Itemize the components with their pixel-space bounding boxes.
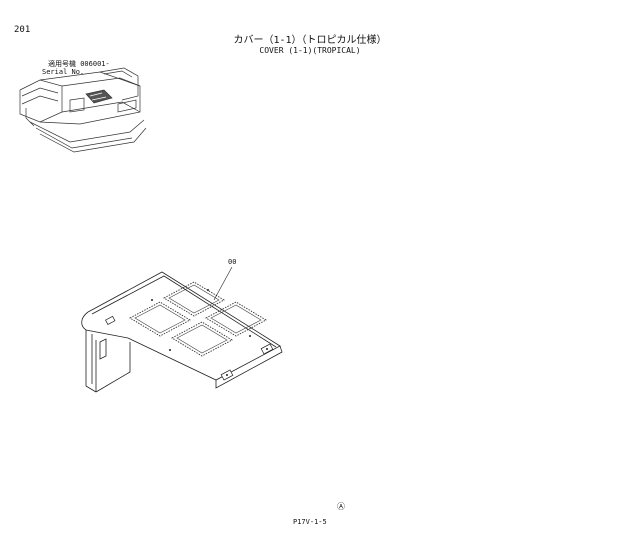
part-callout-label: 00 xyxy=(228,258,237,266)
page-title-english: COVER (1-1)(TROPICAL) xyxy=(259,46,361,55)
page-title-japanese: カバー（1-1）（トロピカル仕様） xyxy=(233,35,387,46)
page-code: P17V-1-5 xyxy=(293,518,327,526)
serial-label-japanese: 適用号機 006001- xyxy=(48,60,110,68)
revision-mark: Ⓐ xyxy=(337,502,345,511)
serial-label-english: Serial No. xyxy=(42,68,85,76)
page-number: 201 xyxy=(14,25,31,35)
